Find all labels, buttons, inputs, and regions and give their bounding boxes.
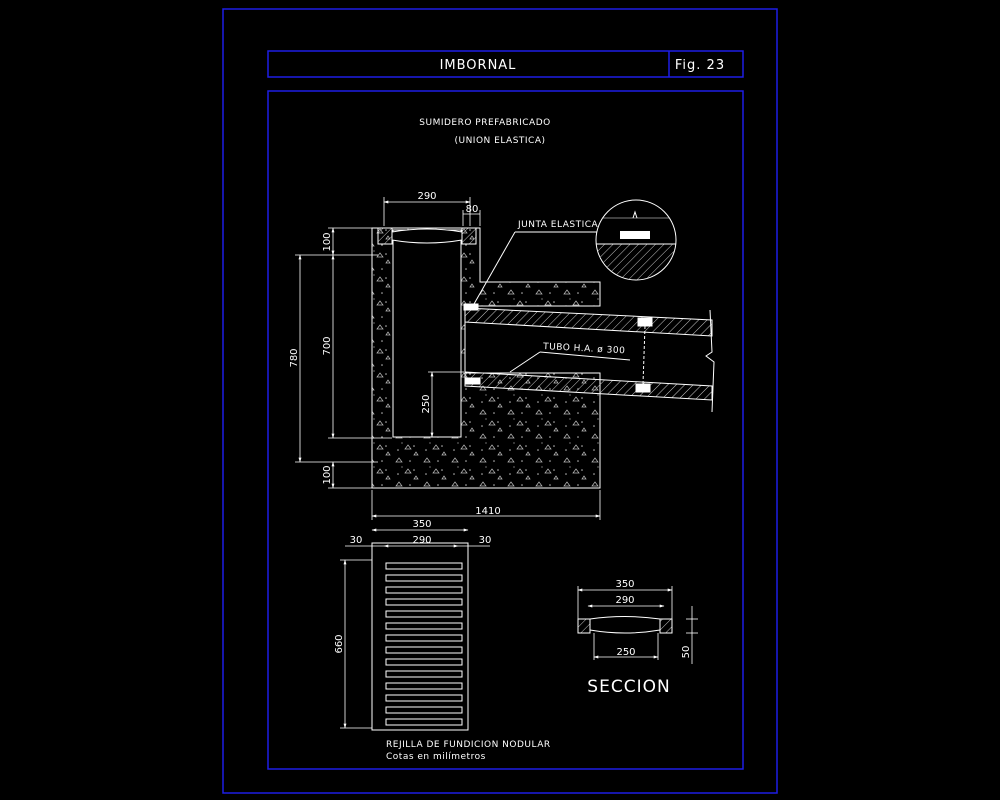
grate-plan — [340, 528, 490, 731]
pipe-upper-wall — [464, 307, 713, 337]
sump-section — [371, 227, 715, 489]
grate-dim-290: 290 — [412, 535, 431, 546]
outer-frame — [222, 8, 778, 794]
grate-bar — [385, 622, 463, 630]
grate-bar — [385, 610, 463, 618]
dim-80: 80 — [466, 204, 479, 215]
tubo-underline — [539, 351, 631, 361]
grate-bar — [385, 574, 463, 582]
section-title: SECCION — [587, 677, 670, 697]
dim-100-top: 100 — [322, 232, 333, 251]
grate-bar — [385, 634, 463, 642]
tubo-leader — [509, 351, 541, 373]
title-text: IMBORNAL — [440, 58, 517, 73]
grate-bar — [385, 646, 463, 654]
grate-dim-30-right: 30 — [479, 535, 492, 546]
note-units: Cotas en milímetros — [386, 752, 486, 762]
dim-290-top: 290 — [417, 191, 436, 202]
figure-number: Fig. 23 — [675, 58, 725, 73]
heading-line2: (UNION ELASTICA) — [454, 136, 545, 146]
frame-left-block — [377, 227, 393, 245]
grate-bar — [385, 682, 463, 690]
joint-lower — [465, 377, 481, 385]
grate-dim-30-left: 30 — [350, 535, 363, 546]
grate-bar — [385, 694, 463, 702]
section-detail — [577, 586, 698, 664]
tubo-label: TUBO H.A. ø 300 — [542, 342, 626, 356]
joint-upper — [463, 303, 479, 311]
coupling-link — [642, 325, 646, 385]
joint-detail — [595, 199, 677, 281]
junta-leader — [473, 231, 516, 305]
pipe-coupling-bottom — [635, 383, 651, 393]
dim-700: 700 — [322, 336, 333, 355]
frame-right-block — [461, 227, 477, 245]
dimension-lines — [295, 197, 601, 520]
note-grate: REJILLA DE FUNDICION NODULAR — [386, 740, 551, 750]
grate-dim-660: 660 — [334, 634, 345, 653]
grate-bar — [385, 670, 463, 678]
grate-bar — [385, 658, 463, 666]
section-dim-50: 50 — [681, 646, 692, 659]
grate-bars — [385, 562, 463, 726]
dim-250-inner: 250 — [421, 394, 432, 413]
grate-top — [391, 228, 463, 244]
section-dim-290: 290 — [615, 595, 634, 606]
grate-bar — [385, 562, 463, 570]
pipe-coupling-top — [637, 317, 653, 327]
dim-780: 780 — [289, 348, 300, 367]
section-dim-250: 250 — [616, 647, 635, 658]
dim-100-bottom: 100 — [322, 465, 333, 484]
grate-dim-350: 350 — [412, 519, 431, 530]
grate-bar — [385, 586, 463, 594]
section-dim-350: 350 — [615, 579, 634, 590]
heading-line1: SUMIDERO PREFABRICADO — [419, 118, 550, 128]
grate-bar — [385, 706, 463, 714]
grate-bar — [385, 718, 463, 726]
title-block — [267, 50, 744, 78]
grate-bar — [385, 598, 463, 606]
drawing-frame — [267, 90, 744, 770]
pipe-break-line — [705, 309, 715, 413]
junta-label: JUNTA ELASTICA — [517, 220, 599, 230]
dim-1410: 1410 — [475, 506, 500, 517]
